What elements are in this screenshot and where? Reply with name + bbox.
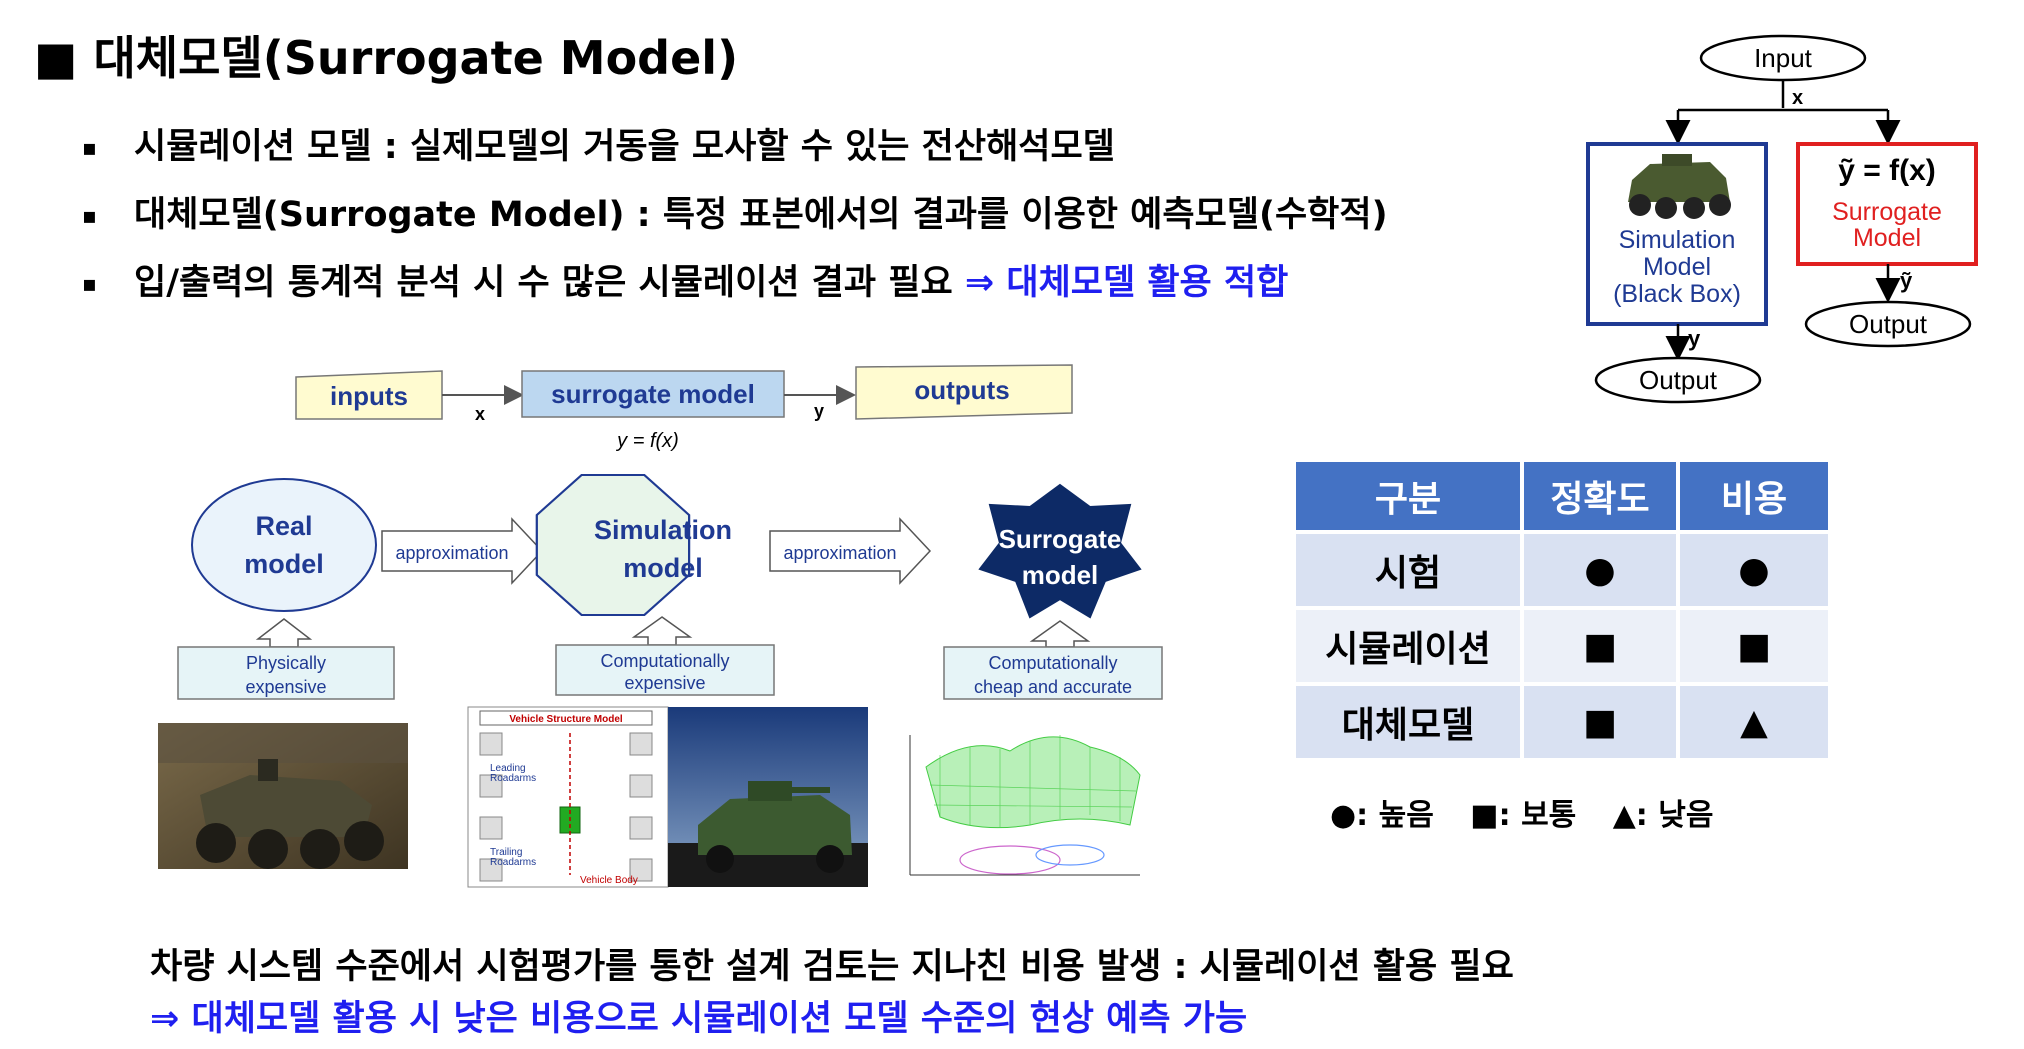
simulation-line1: Simulation [1619, 226, 1736, 254]
computationally-cheap-box [943, 646, 1163, 700]
comparison-table: 구분 정확도 비용 시험 ● ● 시뮬레이션 ■ ■ 대체모델 ■ ▲ [1292, 458, 1832, 762]
table-legend: ●: 높음 ■: 보통 ▲: 낮음 [1330, 790, 1739, 834]
surrogate-equation: ỹ = f(x) [1838, 154, 1936, 187]
real-model-node [191, 478, 377, 612]
leading-roadarms-line2: Roadarms [490, 773, 536, 784]
row-label: 대체모델 [1296, 686, 1520, 758]
approximation-arrow-2 [769, 517, 932, 585]
conclusion-line-2: ⇒ 대체모델 활용 시 낮은 비용으로 시뮬레이션 모델 수준의 현상 예측 가… [150, 999, 1248, 1039]
bullet-surrogate-model: ▪ 대체모델(Surrogate Model) : 특정 표본에서의 결과를 이용… [82, 186, 1388, 237]
conclusion-line-1: 차량 시스템 수준에서 시험평가를 통한 설계 검토는 지나친 비용 발생 : … [150, 947, 1514, 987]
legend-low: ▲: 낮음 [1612, 798, 1714, 833]
header-accuracy: 정확도 [1524, 462, 1676, 530]
surrogate-flow-diagram: inputs x surrogate model y outputs y = f… [158, 364, 1163, 888]
simulation-vehicle-render [668, 707, 868, 887]
trailing-roadarms-line2: Roadarms [490, 857, 536, 868]
flow-x-label: x [475, 404, 485, 424]
row-cost: ■ [1680, 610, 1828, 682]
up-arrow-surrogate [1029, 620, 1091, 648]
simulation-model-line1: Simulation [594, 515, 732, 545]
bullet-text: 입/출력의 통계적 분석 시 수 많은 시뮬레이션 결과 필요 [134, 263, 953, 303]
simulation-output-label: Output [1639, 365, 1718, 395]
vehicle-structure-diagram: Vehicle Structure Model Leading Roadarms… [467, 706, 669, 888]
header-cost: 비용 [1680, 462, 1828, 530]
surrogate-model-label: surrogate model [551, 379, 755, 409]
flow-y-label: y [814, 401, 824, 421]
approximation-label-2: approximation [783, 543, 896, 563]
real-vehicle-photo [158, 723, 408, 869]
inputs-box [295, 370, 443, 420]
computationally-expensive-line1: Computationally [600, 651, 729, 671]
header-category: 구분 [1296, 462, 1520, 530]
physically-expensive-box [177, 646, 395, 700]
up-arrow-simulation [631, 616, 693, 646]
flow-equation: y = f(x) [615, 430, 679, 452]
bullet-marker: ▪ [82, 135, 97, 161]
table-row: 대체모델 ■ ▲ [1296, 686, 1828, 758]
table-row: 시뮬레이션 ■ ■ [1296, 610, 1828, 682]
row-cost: ● [1680, 534, 1828, 606]
surrogate-line2: Model [1853, 224, 1921, 252]
surrogate-node [978, 483, 1142, 619]
bullet-marker: ▪ [82, 203, 97, 229]
bullet-simulation-model: ▪ 시뮬레이션 모델 : 실제모델의 거동을 모사할 수 있는 전산해석모델 [82, 118, 1115, 169]
simulation-output-node [1594, 356, 1762, 404]
row-label: 시뮬레이션 [1296, 610, 1520, 682]
computationally-expensive-box [555, 644, 775, 696]
bullet-statistics: ▪ 입/출력의 통계적 분석 시 수 많은 시뮬레이션 결과 필요 ⇒ 대체모델 … [82, 254, 1288, 305]
row-accuracy: ● [1524, 534, 1676, 606]
simulation-model-node [535, 474, 691, 616]
bullet-text: 대체모델(Surrogate Model) : 특정 표본에서의 결과를 이용한… [134, 195, 1388, 235]
vehicle-body-label: Vehicle Body [580, 875, 638, 886]
computationally-cheap-line1: Computationally [988, 653, 1117, 673]
surrogate-box [1796, 142, 1978, 266]
outputs-box [855, 364, 1073, 420]
simulation-model-line2: model [623, 553, 703, 583]
simulation-line3: (Black Box) [1613, 280, 1741, 308]
inputs-label: inputs [330, 381, 408, 411]
vehicle-icon [1628, 154, 1731, 219]
row-cost: ▲ [1680, 686, 1828, 758]
y-label: y [1688, 326, 1701, 351]
real-model-line1: Real [255, 511, 312, 541]
page-title: ■ 대체모델(Surrogate Model) [34, 31, 739, 85]
legend-medium: ■: 보통 [1470, 798, 1577, 833]
surrogate-line1: Surrogate [1832, 198, 1942, 226]
surrogate-node-line1: Surrogate [999, 524, 1122, 554]
surrogate-output-node [1804, 300, 1972, 348]
simulation-line2: Model [1643, 253, 1711, 281]
physically-expensive-line2: expensive [245, 677, 326, 697]
legend-high: ●: 높음 [1330, 798, 1434, 833]
y-tilde-label: ỹ [1900, 268, 1913, 293]
black-box-diagram: Input x Simulation Model (Black Box) ỹ =… [1586, 34, 1978, 404]
up-arrow-real [255, 618, 313, 648]
outputs-label: outputs [914, 375, 1009, 405]
leading-roadarms-line1: Leading [490, 763, 526, 774]
approximation-label-1: approximation [395, 543, 508, 563]
physically-expensive-line1: Physically [246, 653, 326, 673]
computationally-cheap-line2: cheap and accurate [974, 677, 1132, 697]
input-label: Input [1754, 43, 1813, 73]
bullet-marker: ▪ [82, 271, 97, 297]
row-accuracy: ■ [1524, 686, 1676, 758]
row-accuracy: ■ [1524, 610, 1676, 682]
bullet-text: 시뮬레이션 모델 : 실제모델의 거동을 모사할 수 있는 전산해석모델 [134, 127, 1115, 167]
real-model-line2: model [244, 549, 324, 579]
x-label: x [1792, 87, 1803, 109]
row-label: 시험 [1296, 534, 1520, 606]
bullet-highlight: ⇒ 대체모델 활용 적합 [952, 263, 1289, 303]
computationally-expensive-line2: expensive [624, 673, 705, 693]
vehicle-structure-title: Vehicle Structure Model [509, 714, 623, 725]
trailing-roadarms-line1: Trailing [490, 847, 522, 858]
table-header-row: 구분 정확도 비용 [1296, 462, 1828, 530]
surrogate-node-line2: model [1022, 560, 1099, 590]
surrogate-surface-plot [898, 715, 1148, 885]
approximation-arrow-1 [381, 517, 544, 585]
surrogate-output-label: Output [1849, 309, 1928, 339]
table-row: 시험 ● ● [1296, 534, 1828, 606]
